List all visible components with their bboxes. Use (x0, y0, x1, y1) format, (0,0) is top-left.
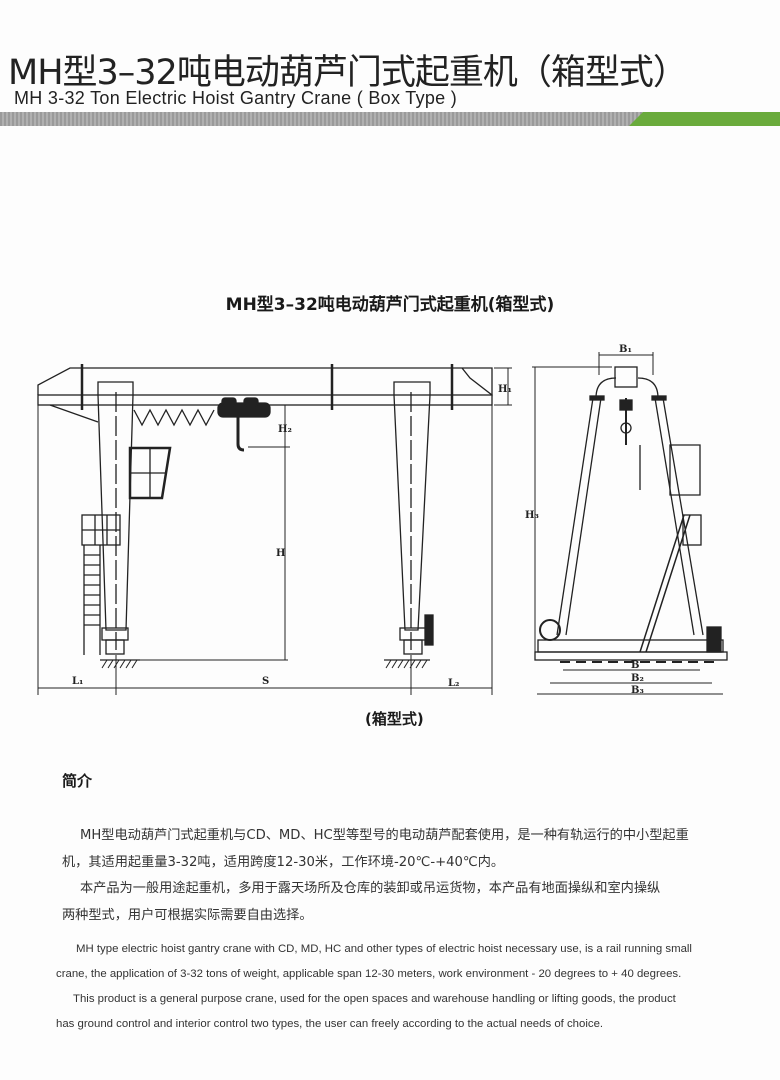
intro-en-line: This product is a general purpose crane,… (73, 993, 676, 1005)
intro-en-line: crane, the application of 3-32 tons of w… (56, 968, 682, 980)
label-b1: B₁ (619, 344, 632, 355)
label-l2: L₂ (448, 678, 459, 689)
drawing-caption: (箱型式) (365, 710, 424, 728)
intro-en-line: has ground control and interior control … (56, 1018, 604, 1030)
page-title-en: MH 3-32 Ton Electric Hoist Gantry Crane … (14, 88, 458, 108)
intro-heading: 简介 (62, 772, 93, 790)
intro-cn-line: MH型电动葫芦门式起重机与CD、MD、HC型等型号的电动葫芦配套使用，是一种有轨… (80, 828, 689, 843)
intro-en-line: MH type electric hoist gantry crane with… (76, 943, 692, 955)
label-h: H (276, 548, 285, 559)
intro-cn-line: 机，其适用起重量3-32吨，适用跨度12-30米，工作环境-20℃-+40℃内。 (62, 855, 505, 870)
label-b3: B₃ (631, 685, 644, 696)
label-h3: H₃ (525, 510, 539, 521)
page-title-cn: MH型3–32吨电动葫芦门式起重机（箱型式） (8, 53, 688, 93)
side-view-drawing: B₁ H₃ B B₂ B₃ (525, 344, 728, 696)
label-b: B (631, 660, 639, 671)
label-h1: H₁ (498, 384, 512, 395)
label-s: S (262, 676, 269, 687)
header-gray-bar (0, 112, 660, 126)
drawing-title: MH型3–32吨电动葫芦门式起重机(箱型式) (225, 295, 555, 315)
label-b2: B₂ (631, 673, 644, 684)
intro-cn-line: 两种型式，用户可根据实际需要自由选择。 (62, 908, 313, 923)
intro-cn-line: 本产品为一般用途起重机，多用于露天场所及仓库的装卸或吊运货物，本产品有地面操纵和… (80, 881, 661, 896)
label-h2: H₂ (278, 424, 292, 435)
front-view-drawing: H₁ H₂ H L₁ S L₂ (37, 364, 512, 695)
label-l1: L₁ (72, 676, 83, 687)
